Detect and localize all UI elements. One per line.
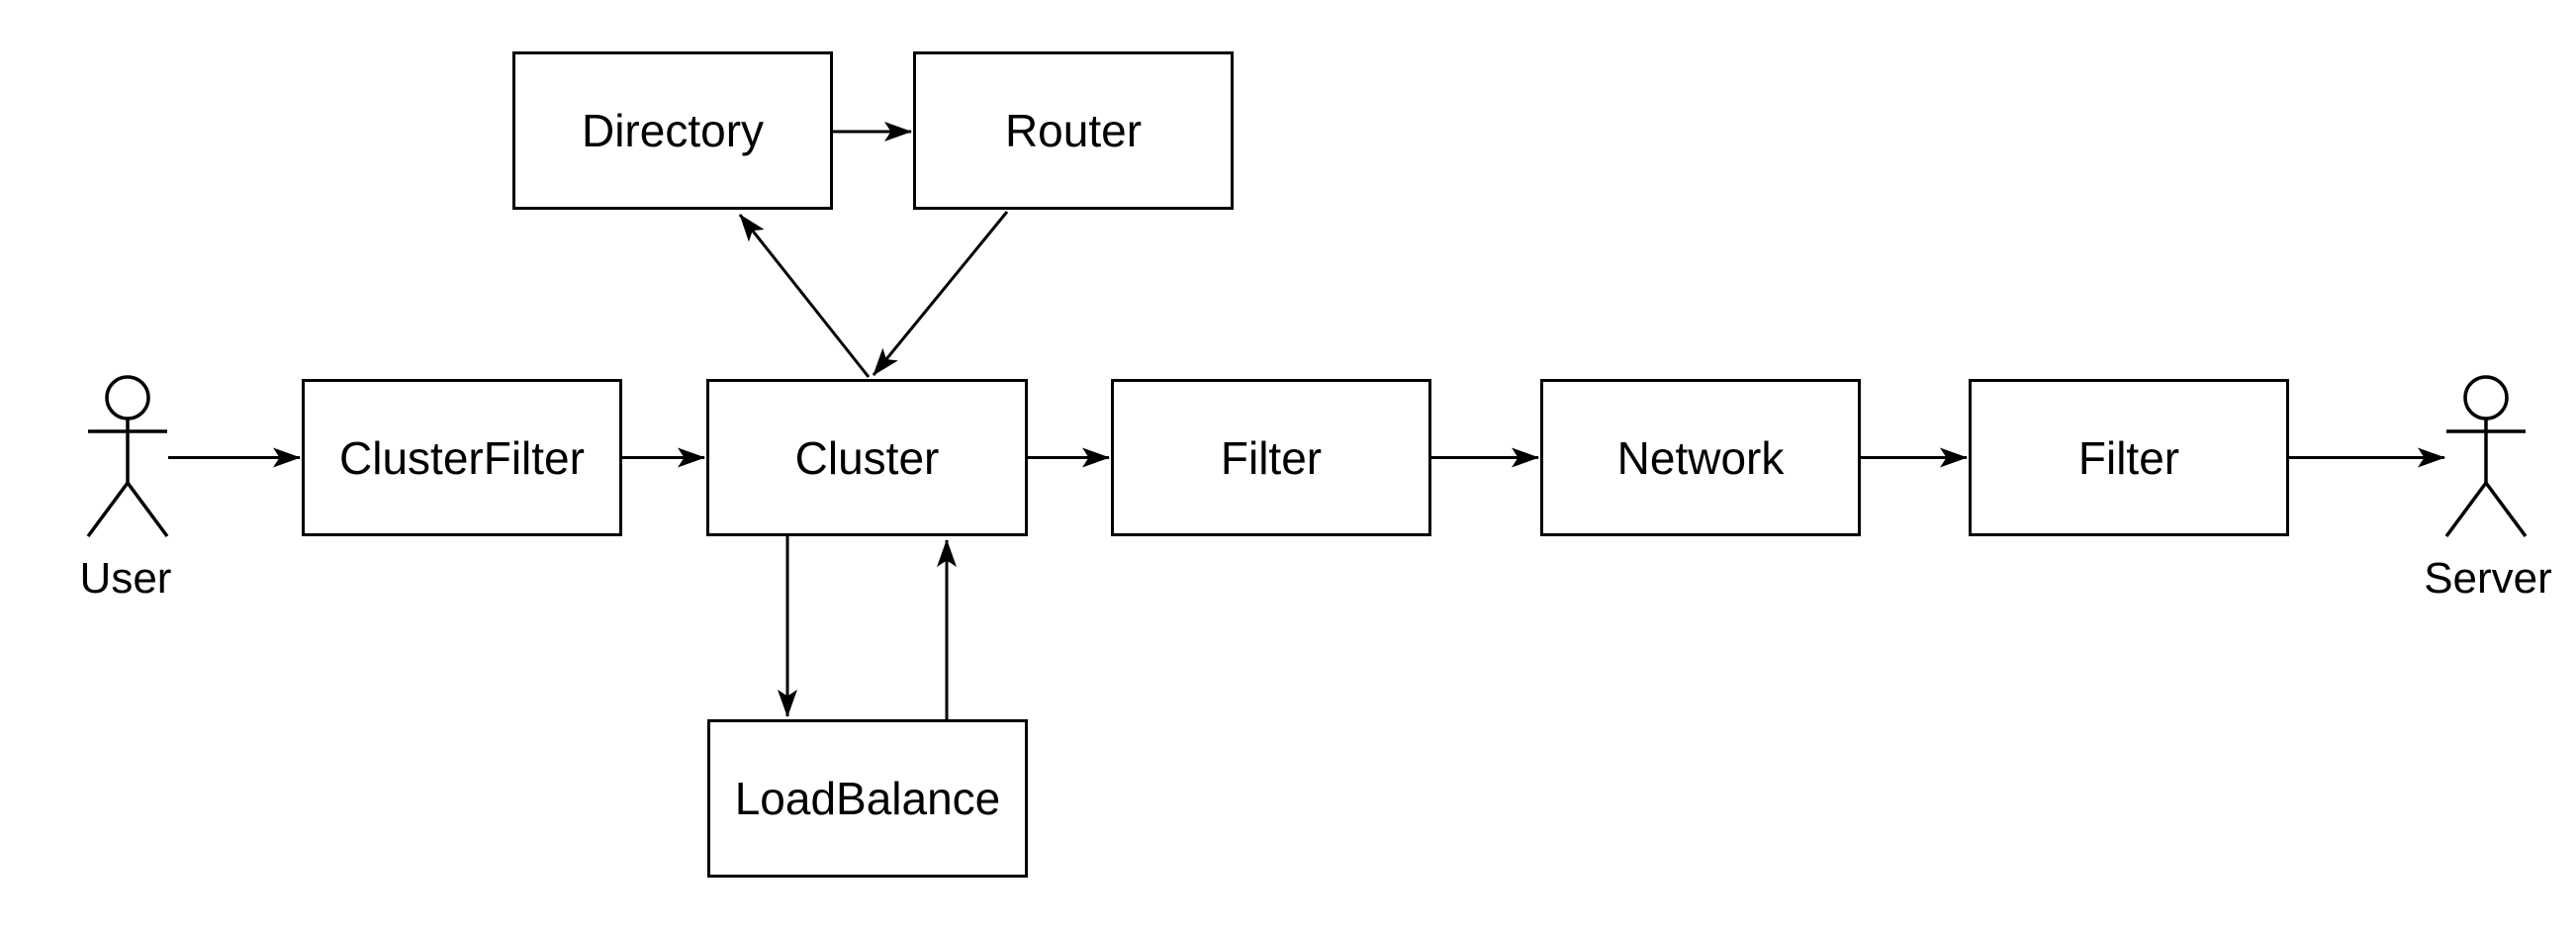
node-filter-1-label: Filter xyxy=(1220,431,1323,484)
edge-router-cluster[interactable] xyxy=(872,211,1009,376)
node-loadbalance[interactable]: LoadBalance xyxy=(707,719,1028,878)
server-head xyxy=(2463,375,2509,420)
user-label: User xyxy=(79,554,172,603)
node-filter-1[interactable]: Filter xyxy=(1111,379,1431,536)
node-filter-2[interactable]: Filter xyxy=(1969,379,2289,536)
node-clusterfilter[interactable]: ClusterFilter xyxy=(302,379,622,536)
node-directory[interactable]: Directory xyxy=(512,51,833,210)
server-label: Server xyxy=(2424,554,2552,603)
node-cluster[interactable]: Cluster xyxy=(706,379,1028,536)
user-head xyxy=(105,375,150,420)
node-loadbalance-label: LoadBalance xyxy=(734,773,1001,824)
server-right-leg xyxy=(2484,481,2528,538)
user-left-leg xyxy=(86,481,130,538)
node-network[interactable]: Network xyxy=(1540,379,1861,536)
user-actor-figure[interactable] xyxy=(86,375,169,538)
node-filter-2-label: Filter xyxy=(2077,431,2180,484)
server-actor-figure[interactable] xyxy=(2444,375,2528,538)
node-directory-label: Directory xyxy=(581,105,765,156)
edge-cluster-directory[interactable] xyxy=(738,214,871,378)
node-network-label: Network xyxy=(1616,431,1785,484)
server-left-leg xyxy=(2444,481,2488,538)
node-router-label: Router xyxy=(1004,105,1143,156)
user-right-leg xyxy=(126,481,169,538)
node-clusterfilter-label: ClusterFilter xyxy=(339,431,585,484)
node-cluster-label: Cluster xyxy=(794,431,940,484)
node-router[interactable]: Router xyxy=(913,51,1234,210)
